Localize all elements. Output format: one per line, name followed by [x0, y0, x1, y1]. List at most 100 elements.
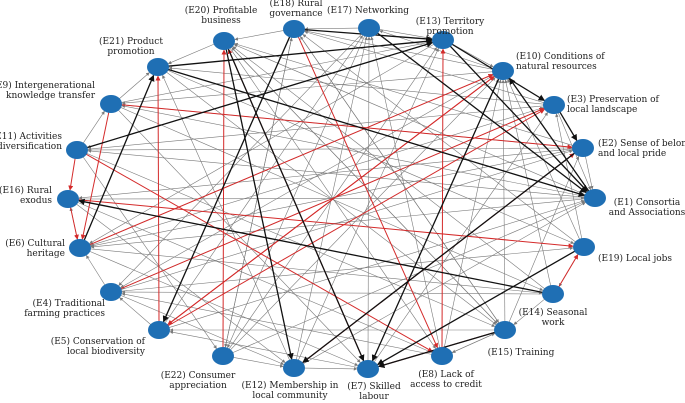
node-e15[interactable]: (E15) Training — [488, 321, 555, 358]
edge-e13-to-e6 — [89, 43, 435, 244]
edge-e7-to-e5 — [169, 330, 359, 368]
node-e17[interactable]: (E17) Networking — [327, 5, 409, 37]
node-e4[interactable]: (E4) Traditional farming practices — [24, 283, 122, 319]
node-e4-label-line-1: (E4) Traditional — [33, 298, 106, 309]
node-e13-label-line-2: promotion — [426, 27, 473, 37]
node-e10-label-line-1: (E10) Conditions of — [516, 51, 605, 62]
edge-e16-to-e19 — [77, 199, 574, 249]
node-e12[interactable]: (E12) Membership in local community — [242, 359, 339, 401]
node-e3-circle[interactable] — [543, 96, 565, 114]
node-e7-label-line-1: (E7) Skilled — [347, 381, 401, 392]
edge-e18-to-e8 — [297, 36, 438, 349]
node-e7[interactable]: (E7) Skilled labour — [347, 360, 401, 402]
node-e6-label-line-2: heritage — [27, 249, 65, 259]
edge-e12-to-e7 — [303, 367, 358, 371]
node-e1[interactable]: (E1) Consortia and Associations — [584, 189, 685, 218]
node-e12-circle[interactable] — [283, 359, 305, 377]
node-e9[interactable]: (E9) Intergenerational knowledge transfe… — [0, 80, 122, 113]
edge-e11-to-e13 — [86, 41, 434, 149]
edge-e2-to-e6 — [90, 149, 574, 248]
edge-e2-to-e1 — [585, 155, 594, 190]
node-e13-label-line-1: (E13) Territory — [416, 16, 485, 27]
node-e2[interactable]: (E2) Sense of belonging and local pride — [572, 138, 685, 159]
edge-e14-to-e15 — [513, 298, 546, 325]
node-e11[interactable]: (E11) Activities diversification — [0, 131, 88, 159]
node-e10[interactable]: (E10) Conditions of natural resources — [492, 51, 605, 80]
edge-e18-to-e20 — [234, 30, 285, 41]
node-e13[interactable]: (E13) Territory promotion — [416, 16, 485, 49]
edge-e19-to-e18 — [302, 34, 577, 243]
node-e6-circle[interactable] — [69, 239, 91, 257]
node-e18-circle[interactable] — [283, 20, 305, 38]
node-e22-label-line-1: (E22) Consumer — [161, 370, 236, 381]
node-e19-label-line-1: (E19) Local jobs — [598, 253, 672, 264]
node-e2-circle[interactable] — [572, 139, 594, 157]
edge-e13-to-e10 — [451, 43, 494, 68]
node-e9-label-line-1: (E9) Intergenerational — [0, 80, 95, 91]
node-e21[interactable]: (E21) Product promotion — [99, 36, 169, 76]
edge-e12-to-e1 — [302, 202, 586, 365]
node-e4-label-line-2: farming practices — [24, 309, 105, 319]
node-e8-label-line-2: access to credit — [410, 380, 482, 390]
edge-e9-to-e6 — [80, 111, 110, 240]
node-e14[interactable]: (E14) Seasonal work — [519, 285, 588, 328]
edge-e20-to-e21 — [167, 43, 215, 65]
node-e11-label-line-2: diversification — [0, 142, 62, 152]
edge-e14-to-e16 — [78, 198, 544, 294]
node-e5-label-line-1: (E5) Conservation of — [51, 336, 146, 347]
node-e20-circle[interactable] — [213, 32, 235, 50]
node-e5[interactable]: (E5) Conservation of local biodiversity — [51, 321, 170, 357]
node-e19[interactable]: (E19) Local jobs — [573, 238, 672, 264]
node-e22[interactable]: (E22) Consumer appreciation — [161, 347, 236, 391]
node-e20-label-line-1: (E20) Profitable — [185, 5, 258, 16]
edge-e19-to-e7 — [377, 250, 576, 366]
edge-e5-to-e17 — [164, 35, 363, 324]
edge-e22-to-e20 — [221, 49, 227, 349]
edge-e18-to-e5 — [162, 36, 291, 323]
edge-e11-to-e16 — [68, 157, 76, 191]
node-e11-circle[interactable] — [66, 141, 88, 159]
node-e13-circle[interactable] — [432, 31, 454, 49]
node-e6-label-line-1: (E6) Cultural — [5, 238, 65, 249]
node-e2-label-line-2: and local pride — [598, 149, 666, 159]
node-e2-label-line-1: (E2) Sense of belonging — [598, 138, 685, 149]
edge-e15-to-e2 — [508, 155, 580, 323]
edge-e12-to-e21 — [162, 74, 291, 361]
node-e1-label-line-2: and Associations — [609, 208, 685, 218]
node-e21-circle[interactable] — [147, 58, 169, 76]
node-e9-circle[interactable] — [100, 95, 122, 113]
node-e1-label-line-1: (E1) Consortia — [614, 197, 681, 208]
edge-e8-to-e10 — [443, 79, 502, 349]
node-e18-label-line-1: (E18) Rural — [269, 0, 322, 9]
edge-e19-to-e3 — [555, 113, 583, 240]
node-e10-circle[interactable] — [492, 62, 514, 80]
edge-e6-to-e21 — [83, 74, 155, 241]
node-e8[interactable]: (E8) Lack of access to credit — [410, 347, 482, 390]
node-e16-circle[interactable] — [57, 190, 79, 208]
edge-e16-to-e6 — [69, 206, 79, 240]
node-e12-label-line-1: (E12) Membership in — [242, 380, 339, 391]
edge-e6-to-e14 — [89, 248, 543, 295]
node-e20[interactable]: (E20) Profitable business — [185, 5, 258, 50]
edge-e16-to-e8 — [77, 201, 433, 353]
edge-e8-to-e13 — [440, 48, 446, 349]
edge-e3-to-e11 — [87, 105, 545, 151]
node-e4-circle[interactable] — [100, 283, 122, 301]
node-e6[interactable]: (E6) Cultural heritage — [5, 238, 91, 259]
node-e3[interactable]: (E3) Preservation of local landscape — [543, 94, 660, 115]
edge-e22-to-e18 — [224, 37, 293, 349]
node-e7-circle[interactable] — [357, 360, 379, 378]
edge-e21-to-e13 — [167, 38, 433, 67]
node-e14-circle[interactable] — [542, 285, 564, 303]
node-e5-circle[interactable] — [148, 321, 170, 339]
node-e18[interactable]: (E18) Rural governance — [269, 0, 323, 38]
node-e19-circle[interactable] — [573, 238, 595, 256]
node-e17-circle[interactable] — [358, 19, 380, 37]
node-e15-circle[interactable] — [494, 321, 516, 339]
node-e16[interactable]: (E16) Rural exodus — [0, 185, 79, 208]
node-e22-circle[interactable] — [212, 347, 234, 365]
node-e1-circle[interactable] — [584, 189, 606, 207]
node-e8-circle[interactable] — [431, 347, 453, 365]
edge-e11-to-e15 — [86, 152, 496, 327]
